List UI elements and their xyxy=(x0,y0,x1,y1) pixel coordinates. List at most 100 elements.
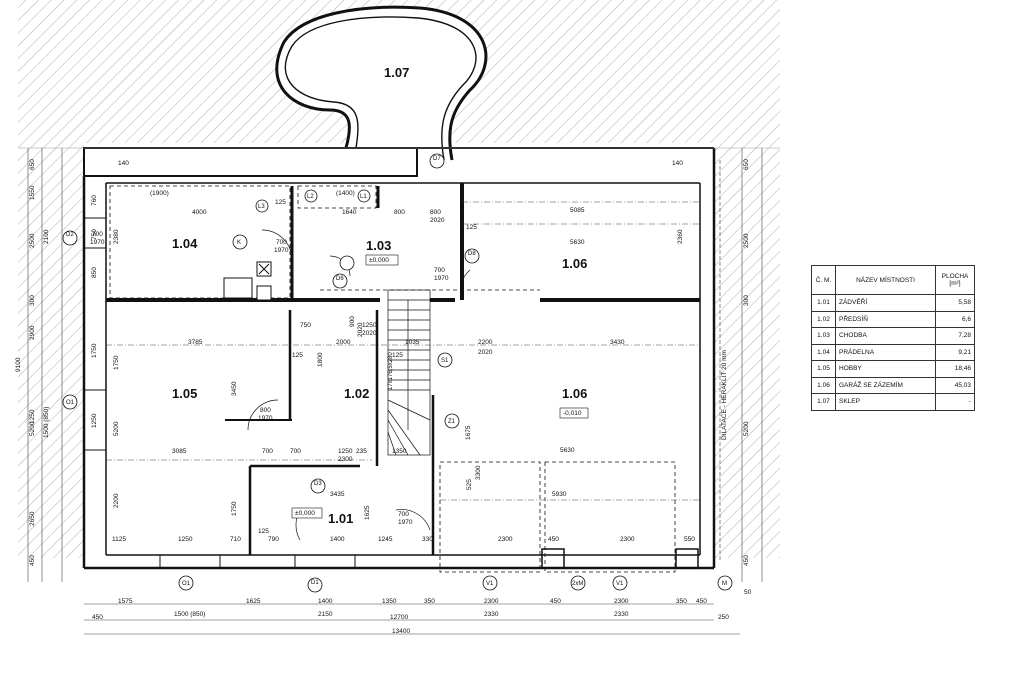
staircase xyxy=(387,289,431,456)
dim-left-2380: 2380 xyxy=(113,229,120,244)
dim-125c: 125 xyxy=(292,352,303,359)
dim-bottom-2300: 2300 xyxy=(484,598,499,605)
fixture-marker-k xyxy=(232,234,248,250)
level-1-01: ±0,000 xyxy=(295,510,315,517)
dim-left-2100: 2100 xyxy=(43,229,50,244)
dim-125a: 125 xyxy=(275,199,286,206)
marker-labels: O1 V1 V1 M 2xM K S1 Z1 L1 L2 L3 D1 D3 D7… xyxy=(66,156,727,587)
window-marker-v1b xyxy=(612,575,628,591)
row-number: 1.03 xyxy=(811,327,836,345)
dim-1245: 1245 xyxy=(378,536,393,543)
fixture-marker-l2 xyxy=(304,189,318,203)
row-name: GARÁŽ SE ZÁZEMÍM xyxy=(835,376,936,394)
room-labels: 1.07 1.04 1.03 1.06 1.05 1.02 1.06 1.01 xyxy=(172,65,587,526)
d6-label: D6 xyxy=(336,276,344,282)
dim-right-300: 300 xyxy=(743,295,750,306)
dim-left-2200: 2200 xyxy=(113,493,120,508)
door-700-1970-b: 700 xyxy=(276,239,287,246)
dim-left-1550: 1550 xyxy=(29,185,36,200)
dim-bottom-450: 450 xyxy=(550,598,561,605)
table-row: 1.01 ZÁDVĚŘÍ 5,58 xyxy=(811,294,975,312)
dim-125b: 125 xyxy=(466,224,477,231)
m-label: M xyxy=(722,581,727,587)
dim-bottom-2150: 2150 xyxy=(318,611,333,618)
dim-1035: 1035 xyxy=(405,339,420,346)
dim-left-2500: 2500 xyxy=(29,233,36,248)
door-1970-a: 1970 xyxy=(90,239,105,246)
door-1970-b: 1970 xyxy=(274,247,289,254)
dim-bottom-1400: 1400 xyxy=(318,598,333,605)
room-area-table: Č. M. NÁZEV MÍSTNOSTI PLOCHA [m²] 1.01 Z… xyxy=(811,265,975,411)
row-area: 9,21 xyxy=(935,343,975,361)
l1-label: L1 xyxy=(360,194,367,200)
dim-800b: 800 xyxy=(430,209,441,216)
dim-left-650: 650 xyxy=(29,159,36,170)
door-marker-d7 xyxy=(339,255,355,271)
dim-left-2650: 2650 xyxy=(29,511,36,526)
row-number: 1.07 xyxy=(811,393,836,411)
dim-2020c: 2020 xyxy=(478,349,493,356)
axis-markers xyxy=(62,153,733,593)
dim-235: 235 xyxy=(356,448,367,455)
level-1-06: -0,010 xyxy=(563,410,582,417)
appliances xyxy=(223,261,272,301)
dim-bottom-1575: 1575 xyxy=(118,598,133,605)
row-number: 1.02 xyxy=(811,310,836,328)
room-label-1-02: 1.02 xyxy=(344,386,369,401)
header-room-area: PLOCHA [m²] xyxy=(935,265,975,295)
d2-label: D2 xyxy=(66,232,74,238)
window-marker-o1-left xyxy=(62,394,78,410)
dim-700a: 700 xyxy=(262,448,273,455)
dim-bottom-2330b: 2330 xyxy=(614,611,629,618)
dim-5930: 5930 xyxy=(552,491,567,498)
door-700-1970-a: 700 xyxy=(92,231,103,238)
dim-left-1750: 1750 xyxy=(113,355,120,370)
dim-bottom-350b: 350 xyxy=(676,598,687,605)
dim-330: 330 xyxy=(422,536,433,543)
door-1970-d: 1970 xyxy=(398,519,413,526)
dim-1350: 1350 xyxy=(392,448,407,455)
dim-450: 450 xyxy=(548,536,559,543)
row-name: SKLEP xyxy=(835,393,936,411)
s1-label: S1 xyxy=(441,358,449,364)
dim-right-650: 650 xyxy=(743,159,750,170)
dim-750: 750 xyxy=(300,322,311,329)
building-walls xyxy=(82,147,716,570)
dim-left-450: 450 xyxy=(29,555,36,566)
row-name: CHODBA xyxy=(835,327,936,345)
room-label-1-07: 1.07 xyxy=(384,65,409,80)
table-row: 1.05 HOBBY 18,46 xyxy=(811,360,975,378)
room-label-1-04: 1.04 xyxy=(172,236,198,251)
row-name: PRÁDELNA xyxy=(835,343,936,361)
dim-left-9100: 9100 xyxy=(15,357,22,372)
dim-5630: 5630 xyxy=(570,239,585,246)
door-1970-c: 1970 xyxy=(258,415,273,422)
dim-700b: 700 xyxy=(290,448,301,455)
row-number: 1.01 xyxy=(811,294,836,312)
dim-3785: 3785 xyxy=(188,339,203,346)
dim-left-5200: 5200 xyxy=(29,421,36,436)
row-area: - xyxy=(935,393,975,411)
dim-left-1250b: 1250 xyxy=(91,413,98,428)
row-number: 1.05 xyxy=(811,360,836,378)
fixture-marker-s1 xyxy=(437,352,453,368)
room-label-1-06: 1.06 xyxy=(562,386,587,401)
dim-1800: 1800 xyxy=(317,352,324,367)
dim-3435: 3435 xyxy=(330,491,345,498)
dim-2300b: 2300 xyxy=(498,536,513,543)
row-area: 18,46 xyxy=(935,360,975,378)
table-row: 1.03 CHODBA 7,28 xyxy=(811,327,975,345)
cellar-room-1-07 xyxy=(275,5,488,161)
dim-1400: (1400) xyxy=(336,190,355,197)
table-row: 1.04 PRÁDELNA 9,21 xyxy=(811,343,975,361)
2xm-label: 2xM xyxy=(572,581,583,587)
level-marks: ±0,000 ±0,000 -0,010 xyxy=(291,254,589,519)
dim-800a: 800 xyxy=(394,209,405,216)
dim-left-850: 850 xyxy=(91,267,98,278)
d8-label: D8 xyxy=(468,251,476,257)
dim-left-1750c: 1750 xyxy=(91,343,98,358)
room-label-1-01: 1.01 xyxy=(328,511,353,526)
table-row: 1.02 PŘEDSÍŇ 6,6 xyxy=(811,310,975,328)
dim-left-2900: 2900 xyxy=(29,325,36,340)
dim-left-5200b: 5200 xyxy=(113,421,120,436)
